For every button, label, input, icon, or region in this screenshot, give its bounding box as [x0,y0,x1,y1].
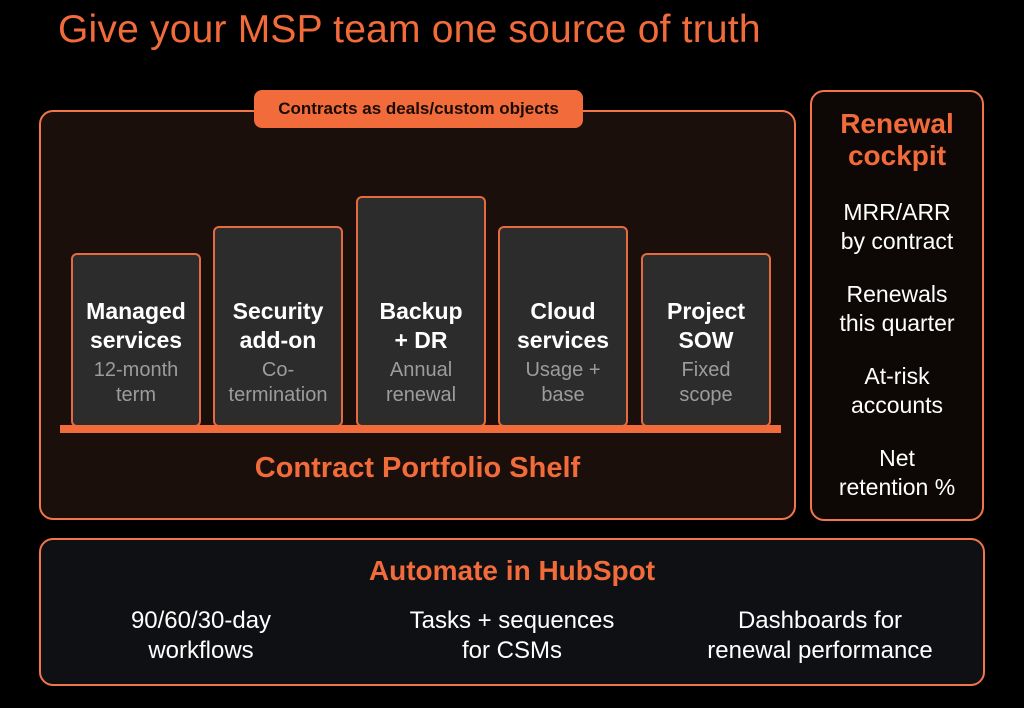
renewal-cockpit-panel [810,90,984,521]
contract-card-backup-dr [356,196,486,427]
page-title: Give your MSP team one source of truth [58,8,761,51]
card-text-managed-services: Managed services 12-month term [66,297,206,408]
cockpit-title: Renewal cockpit [840,108,954,171]
card-subtitle: 12-month term [93,359,179,406]
contract-card-managed-services [71,253,201,427]
automate-item-tasks: Tasks + sequences for CSMs [409,607,615,664]
cockpit-item-at-risk: At-risk accounts [850,363,944,418]
card-text-cloud-services: Cloud services Usage + base [493,297,633,408]
automate-item-workflows: 90/60/30-day workflows [130,607,272,664]
card-subtitle: Annual renewal [385,359,457,406]
card-text-security-addon: Security add-on Co- termination [208,297,348,408]
shelf-bar [60,425,781,433]
automate-item-dashboards: Dashboards for renewal performance [707,607,933,664]
cockpit-item-net-retention: Net retention % [838,445,956,500]
card-subtitle: Usage + base [525,359,601,406]
card-title: Cloud services [516,298,610,353]
contract-card-project-sow [641,253,771,427]
card-text-backup-dr: Backup + DR Annual renewal [351,297,491,408]
automate-title: Automate in HubSpot [368,555,656,586]
card-title: Managed services [86,298,186,353]
card-title: Project SOW [667,298,745,353]
contracts-objects-tag: Contracts as deals/custom objects [254,90,583,128]
card-subtitle: Co- termination [228,359,328,406]
cockpit-item-mrr-arr: MRR/ARR by contract [840,199,954,254]
card-text-project-sow: Project SOW Fixed scope [636,297,776,408]
card-title: Security add-on [232,298,324,353]
automate-panel [39,538,985,686]
cockpit-item-renewals: Renewals this quarter [839,281,955,336]
card-title: Backup + DR [379,298,463,353]
contract-card-cloud-services [498,226,628,427]
shelf-label: Contract Portfolio Shelf [254,452,581,484]
card-subtitle: Fixed scope [679,359,733,406]
